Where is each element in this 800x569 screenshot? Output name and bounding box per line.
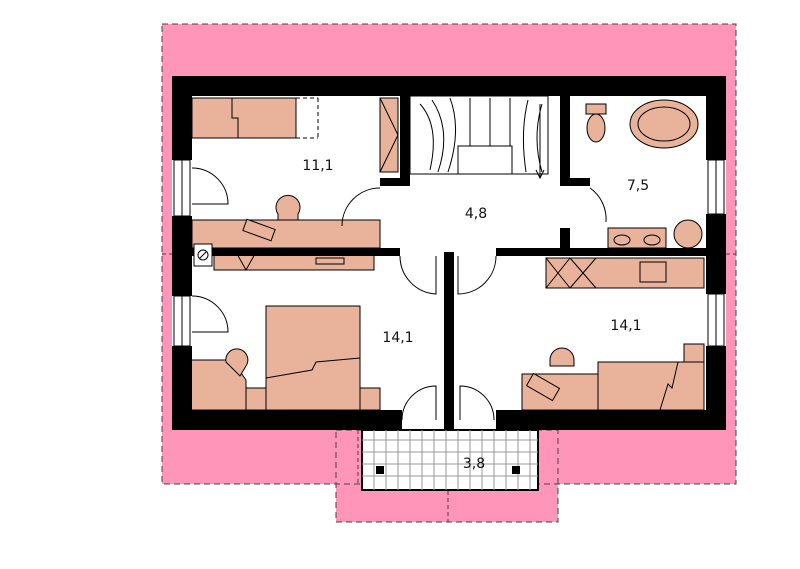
- room-area-balcony: 3,8: [463, 456, 485, 472]
- doors: [191, 167, 607, 421]
- staircase: [409, 95, 549, 180]
- room-area-bedroom-bottom-right: 14,1: [610, 318, 641, 334]
- room-area-hall: 4,8: [465, 206, 487, 222]
- balcony: [361, 429, 539, 491]
- switch-icon: [193, 243, 213, 267]
- room-area-bedroom-bottom-left: 14,1: [382, 330, 413, 346]
- furniture: [191, 97, 705, 411]
- room-area-bathroom: 7,5: [627, 178, 649, 194]
- room-area-bedroom-top-left: 11,1: [302, 158, 333, 174]
- walls: [172, 76, 726, 430]
- windows: [173, 159, 725, 347]
